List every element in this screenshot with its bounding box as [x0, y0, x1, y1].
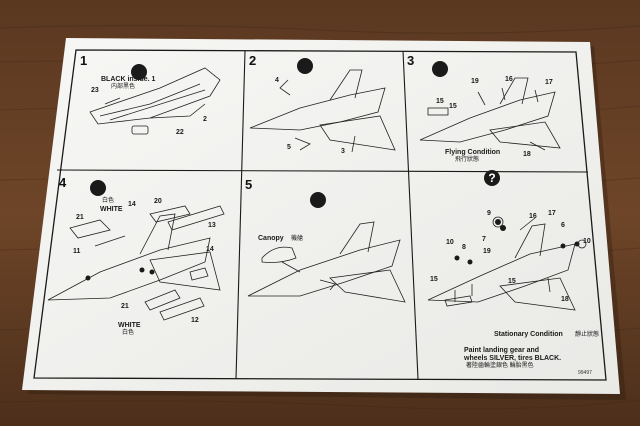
part-label: 12 [191, 317, 199, 324]
step-number: 5 [245, 177, 253, 192]
color-label: WHITE [100, 206, 123, 213]
condition-label: Stationary Condition [494, 331, 563, 338]
part-label: 11 [73, 248, 81, 255]
part-label: 15 [449, 103, 457, 110]
part-label: 18 [523, 151, 531, 158]
glue-icon [90, 180, 106, 196]
part-label: 15 [508, 278, 516, 285]
part-label: 19 [471, 78, 479, 85]
part-label: 10 [446, 239, 454, 246]
part-label: 16 [529, 213, 537, 220]
condition-label: Flying Condition [445, 149, 501, 156]
glue-icon [131, 64, 147, 80]
kit-code: 99497 [578, 370, 592, 376]
part-label: 18 [561, 296, 569, 303]
paint-note: wheels SILVER, tires BLACK. [464, 355, 562, 362]
part-label: 22 [176, 129, 184, 136]
part-label: 15 [430, 276, 438, 283]
part-label: 21 [121, 303, 129, 310]
step-number: 2 [249, 53, 257, 68]
part-label: 機艙 [291, 236, 304, 242]
part-label: 4 [275, 77, 279, 84]
part-label: 15 [436, 98, 444, 105]
color-label: 白色 [102, 198, 115, 204]
glue-icon [432, 61, 448, 77]
glue-icon [297, 58, 313, 74]
part-label: 8 [462, 244, 466, 251]
part-label: 16 [505, 76, 513, 83]
color-label: WHITE [118, 322, 141, 329]
instruction-sheet [22, 38, 620, 394]
part-label: 21 [76, 214, 84, 221]
paint-note-cn: 著陸齒輪塗銀色 輪胎黑色 [466, 363, 534, 369]
question-icon: ? [484, 170, 500, 186]
part-label: 23 [91, 87, 99, 94]
step-number: 3 [407, 53, 415, 68]
part-label: 7 [482, 236, 486, 243]
step-number: 1 [80, 53, 88, 68]
part-label: Canopy [258, 235, 284, 242]
part-label: 14 [206, 246, 214, 253]
part-label: 5 [287, 144, 291, 151]
part-label: 17 [545, 79, 553, 86]
part-label: 3 [341, 148, 345, 155]
part-label: 9 [487, 210, 491, 217]
part-label: 10 [583, 238, 591, 245]
condition-label: 靜止狀態 [575, 332, 600, 338]
color-label: 白色 [122, 330, 135, 336]
part-label: 17 [548, 210, 556, 217]
part-label: 19 [483, 248, 491, 255]
part-label: 2 [203, 116, 207, 123]
part-label: 内部黑色 [111, 84, 136, 90]
glue-icon [310, 192, 326, 208]
part-label: BLACK inside. 1 [101, 76, 156, 83]
part-label: 6 [561, 222, 565, 229]
paint-note: Paint landing gear and [464, 347, 540, 354]
part-label: 14 [128, 201, 136, 208]
condition-label: 飛行狀態 [455, 157, 480, 163]
step-number: 4 [59, 175, 67, 190]
part-label: 13 [208, 222, 216, 229]
part-label: 20 [154, 198, 162, 205]
